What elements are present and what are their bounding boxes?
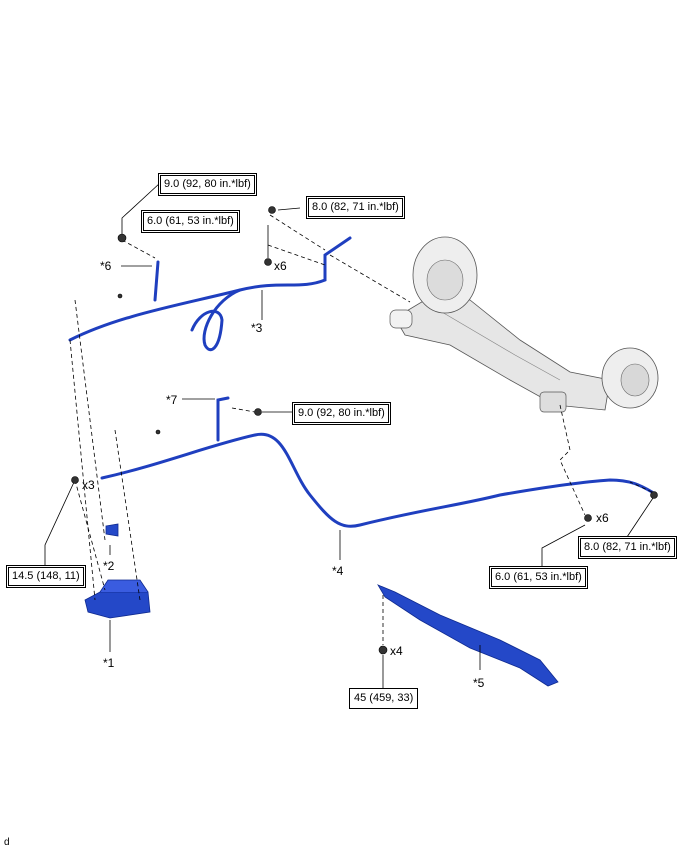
quantity-label-x6-right: x6 bbox=[596, 511, 609, 525]
part-label-5: *5 bbox=[473, 676, 485, 690]
rear-axle-assembly bbox=[389, 236, 659, 413]
torque-spec-bottom: 45 (459, 33) bbox=[349, 688, 419, 709]
illustration-code: d bbox=[4, 837, 10, 848]
torque-spec-right-upper-text: 8.0 (82, 71 in.*lbf) bbox=[580, 538, 675, 557]
torque-spec-top-right: 8.0 (82, 71 in.*lbf) bbox=[306, 196, 405, 219]
quantity-label-x6-upper: x6 bbox=[274, 259, 287, 273]
torque-spec-top-left-text: 9.0 (92, 80 in.*lbf) bbox=[160, 175, 255, 194]
wire-harness-3 bbox=[68, 236, 352, 352]
dashed-leaders bbox=[69, 214, 653, 645]
clamp-2 bbox=[105, 523, 119, 537]
part-label-2: *2 bbox=[103, 559, 115, 573]
quantity-label-x3: x3 bbox=[82, 478, 95, 492]
bracket-1 bbox=[84, 579, 151, 619]
part-label-6: *6 bbox=[100, 259, 112, 273]
torque-spec-center-text: 9.0 (92, 80 in.*lbf) bbox=[294, 404, 389, 423]
torque-spec-right-lower: 6.0 (61, 53 in.*lbf) bbox=[489, 566, 588, 589]
torque-spec-center: 9.0 (92, 80 in.*lbf) bbox=[292, 402, 391, 425]
torque-spec-top-right-text: 8.0 (82, 71 in.*lbf) bbox=[308, 198, 403, 217]
part-label-4: *4 bbox=[332, 564, 344, 578]
torque-spec-right-upper: 8.0 (82, 71 in.*lbf) bbox=[578, 536, 677, 559]
wire-harness-4 bbox=[100, 396, 654, 528]
torque-spec-bottom-text: 45 (459, 33) bbox=[354, 692, 414, 704]
torque-spec-left-text: 14.5 (148, 11) bbox=[8, 567, 84, 586]
torque-spec-top-mid: 6.0 (61, 53 in.*lbf) bbox=[141, 210, 240, 233]
torque-spec-top-left: 9.0 (92, 80 in.*lbf) bbox=[158, 173, 257, 196]
solid-leaders bbox=[44, 182, 656, 688]
torque-spec-top-mid-text: 6.0 (61, 53 in.*lbf) bbox=[143, 212, 238, 231]
part-label-7: *7 bbox=[166, 393, 178, 407]
quantity-label-x4: x4 bbox=[390, 644, 403, 658]
torque-spec-left: 14.5 (148, 11) bbox=[6, 565, 86, 588]
torque-spec-right-lower-text: 6.0 (61, 53 in.*lbf) bbox=[491, 568, 586, 587]
part-label-1: *1 bbox=[103, 656, 115, 670]
protector-5 bbox=[377, 584, 559, 687]
part-label-3: *3 bbox=[251, 321, 263, 335]
fasteners bbox=[71, 206, 658, 655]
